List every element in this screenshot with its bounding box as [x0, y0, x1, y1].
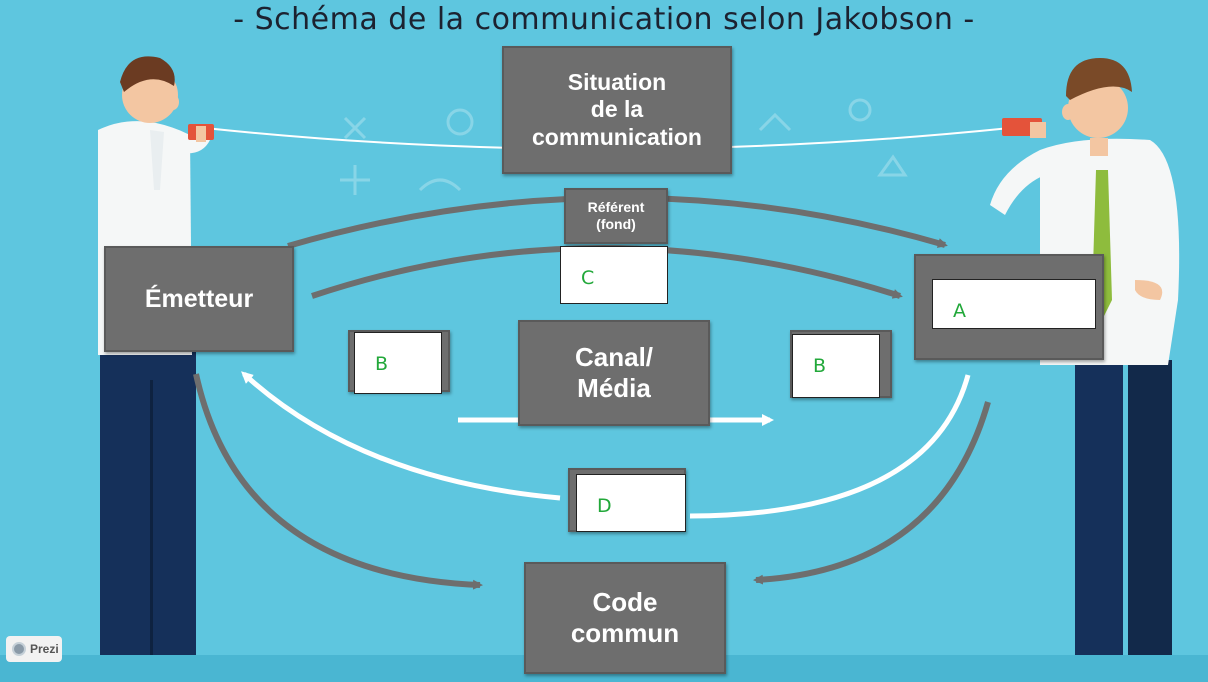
- situation-label: Situation de la communication: [532, 68, 702, 150]
- prezi-label: Prezi: [30, 642, 59, 656]
- label-b-left: B: [375, 353, 389, 375]
- prezi-logo-icon: [12, 642, 26, 656]
- emetteur-label: Émetteur: [144, 285, 254, 313]
- label-box-a: A: [932, 279, 1096, 329]
- diagram-title: - Schéma de la communication selon Jakob…: [233, 2, 975, 37]
- referent-box: Référent (fond): [564, 188, 668, 244]
- right-person-figure: [990, 58, 1180, 682]
- code-box: Code commun: [524, 562, 726, 674]
- label-c: C: [581, 267, 595, 289]
- prezi-badge[interactable]: Prezi: [6, 636, 62, 662]
- label-box-c: C: [560, 246, 668, 304]
- label-box-b-right: B: [792, 334, 880, 398]
- code-label: Code commun: [570, 586, 680, 648]
- referent-label: Référent (fond): [587, 199, 645, 232]
- canal-box: Canal/ Média: [518, 320, 710, 426]
- situation-box: Situation de la communication: [502, 46, 732, 174]
- arrow-receiver-to-code: [753, 401, 991, 585]
- left-person-figure: [98, 56, 214, 682]
- background-doodles: [340, 98, 908, 195]
- label-box-d: D: [576, 474, 686, 532]
- canal-label: Canal/ Média: [574, 341, 654, 403]
- label-b-right: B: [813, 355, 827, 377]
- emetteur-box: Émetteur: [104, 246, 294, 352]
- label-d: D: [597, 495, 612, 517]
- label-box-b-left: B: [354, 332, 442, 394]
- label-a: A: [953, 300, 966, 322]
- arrow-emetteur-to-code: [193, 373, 483, 590]
- arrow-feedback-to-emetteur: [244, 374, 971, 519]
